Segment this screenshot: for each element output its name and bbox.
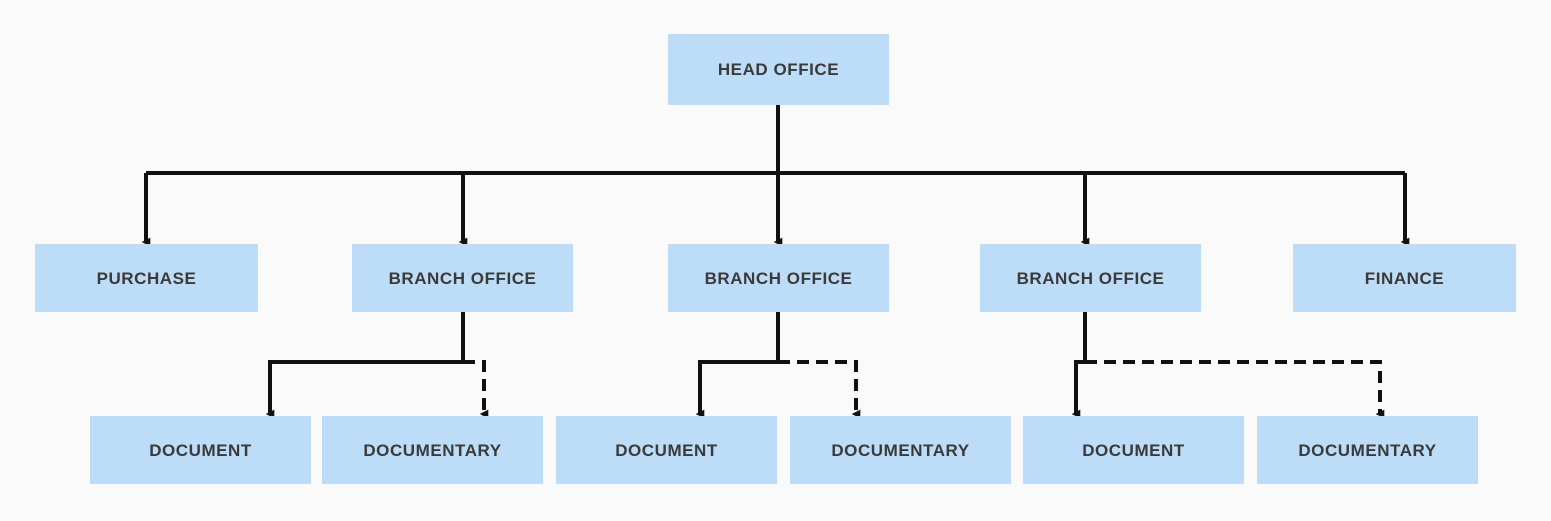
edge-subtree-0-dashed-documentary bbox=[463, 360, 489, 419]
node-l2-3-branch-office[interactable]: BRANCH OFFICE bbox=[980, 244, 1201, 312]
node-label: BRANCH OFFICE bbox=[388, 268, 537, 288]
node-label: BRANCH OFFICE bbox=[704, 268, 853, 288]
node-label: HEAD OFFICE bbox=[717, 60, 840, 79]
edge-subtree-0-solid-document bbox=[265, 360, 463, 419]
node-l2-1-branch-office[interactable]: BRANCH OFFICE bbox=[352, 244, 573, 312]
edge-subtree-2-dashed-documentary bbox=[1085, 360, 1385, 419]
node-l3-5-documentary[interactable]: DOCUMENTARY bbox=[1257, 416, 1478, 484]
node-label: DOCUMENTARY bbox=[831, 440, 970, 460]
node-l2-0-purchase[interactable]: PURCHASE bbox=[35, 244, 258, 312]
node-l3-1-documentary[interactable]: DOCUMENTARY bbox=[322, 416, 543, 484]
node-l3-0-document[interactable]: DOCUMENT bbox=[90, 416, 311, 484]
node-label: DOCUMENTARY bbox=[1298, 440, 1437, 460]
node-label: PURCHASE bbox=[96, 268, 197, 288]
node-label: DOCUMENT bbox=[1082, 440, 1185, 460]
node-l3-2-document[interactable]: DOCUMENT bbox=[556, 416, 777, 484]
node-label: FINANCE bbox=[1364, 268, 1445, 288]
edge-subtree-1-dashed-documentary bbox=[778, 360, 861, 419]
node-l3-3-documentary[interactable]: DOCUMENTARY bbox=[790, 416, 1011, 484]
node-label: BRANCH OFFICE bbox=[1016, 268, 1165, 288]
node-label: DOCUMENT bbox=[615, 440, 718, 460]
edge-subtree-1-solid-document bbox=[695, 360, 778, 419]
node-label: DOCUMENT bbox=[149, 440, 252, 460]
node-l2-2-branch-office[interactable]: BRANCH OFFICE bbox=[668, 244, 889, 312]
node-l3-4-document[interactable]: DOCUMENT bbox=[1023, 416, 1244, 484]
node-label: DOCUMENTARY bbox=[363, 440, 502, 460]
node-root-head-office[interactable]: HEAD OFFICE bbox=[668, 34, 889, 105]
node-l2-4-finance[interactable]: FINANCE bbox=[1293, 244, 1516, 312]
edge-subtree-2-solid-document bbox=[1071, 360, 1085, 419]
